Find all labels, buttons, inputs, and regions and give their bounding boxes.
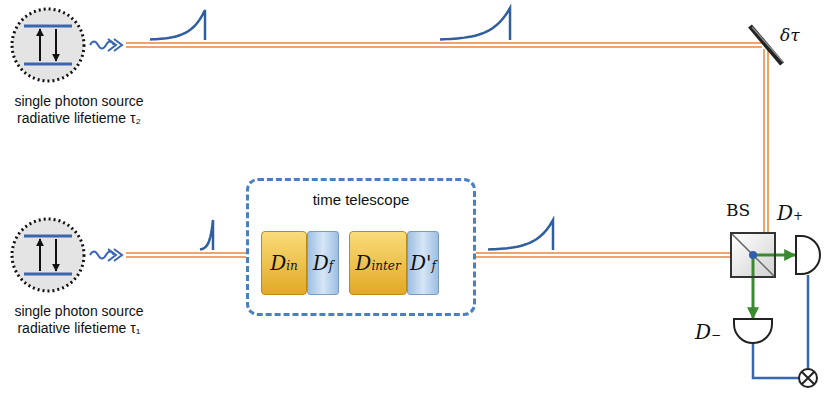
detector-body <box>734 319 772 343</box>
detector-shape <box>795 235 821 275</box>
detector-body <box>796 236 820 274</box>
time-lens-block: Df <box>307 231 339 295</box>
excitation-arrow <box>39 29 41 61</box>
beam-arrow <box>776 255 795 256</box>
pulse-shape <box>200 220 213 250</box>
fiber-inner <box>476 254 730 256</box>
mirror-line <box>750 26 782 64</box>
source-outline <box>12 219 84 291</box>
fiber-link <box>766 49 767 232</box>
dispersion-block: Din <box>261 231 307 295</box>
beam-line <box>776 254 795 257</box>
beam-arrow <box>753 278 754 318</box>
energy-level <box>24 25 72 28</box>
energy-level <box>24 63 72 66</box>
dispersion-block: Dinter <box>349 231 407 295</box>
output-beam <box>753 255 774 276</box>
fiber-outer <box>126 252 246 258</box>
source-caption: single photon source radiative lifetieme… <box>4 93 154 127</box>
mirror-face <box>752 27 783 62</box>
delay-mirror-shape <box>762 41 770 49</box>
photon-wave <box>90 42 114 49</box>
operator-label: Dinter <box>355 251 400 275</box>
time-lens-block: D'f <box>407 231 439 295</box>
part-label: time telescope <box>249 191 473 209</box>
pulse-shape <box>440 8 510 40</box>
time-telescope-box: Din Df Dinter D'f time telescope <box>246 178 476 316</box>
operator-label: Din <box>270 251 298 275</box>
photon-source-shape <box>10 7 86 83</box>
interference-point <box>749 251 757 259</box>
source-outline <box>12 9 84 81</box>
emission-arrow <box>55 239 57 271</box>
pulse-shape <box>488 220 553 250</box>
fiber-outer <box>763 49 769 232</box>
beam-splitter: BS <box>730 232 776 278</box>
fiber-link <box>126 45 762 46</box>
emission-arrow <box>55 29 57 61</box>
coincidence-symbol <box>799 369 817 387</box>
detector-shape <box>733 318 773 344</box>
operator-label: D'f <box>410 251 436 275</box>
energy-level <box>24 273 72 276</box>
fiber-inner <box>126 44 762 46</box>
part-label: BS <box>726 200 756 220</box>
delay-mirror: δτ <box>762 41 770 49</box>
pulse-shape <box>150 10 205 40</box>
beam-splitter-shape <box>732 234 774 276</box>
photon-source: single photon source radiative lifetieme… <box>10 217 86 293</box>
operator-label: D− <box>695 320 721 344</box>
fiber-link <box>476 255 730 256</box>
photon-wave-head <box>108 249 122 261</box>
fiber-outer <box>476 252 730 258</box>
fiber-outer <box>126 42 762 48</box>
coincidence-cross <box>802 372 814 384</box>
operator-label: Df <box>313 251 334 275</box>
beam-line <box>752 278 755 318</box>
photon-source: single photon source radiative lifetieme… <box>10 7 86 83</box>
excitation-arrow <box>39 239 41 271</box>
photon-wave <box>90 252 114 259</box>
detector: D− <box>733 318 773 344</box>
operator-label: D+ <box>777 201 803 225</box>
detector: D+ <box>795 235 821 275</box>
photon-source-shape <box>10 217 86 293</box>
source-caption: single photon source radiative lifetieme… <box>4 303 154 337</box>
fiber-link <box>126 255 246 256</box>
detector-wire <box>753 344 799 378</box>
energy-level <box>24 235 72 238</box>
splitter-diagonal <box>732 234 774 276</box>
part-label: δτ <box>780 25 810 45</box>
photon-wave-head <box>108 39 122 51</box>
fiber-inner <box>765 49 767 232</box>
fiber-inner <box>126 254 246 256</box>
detector-wire <box>807 275 810 369</box>
